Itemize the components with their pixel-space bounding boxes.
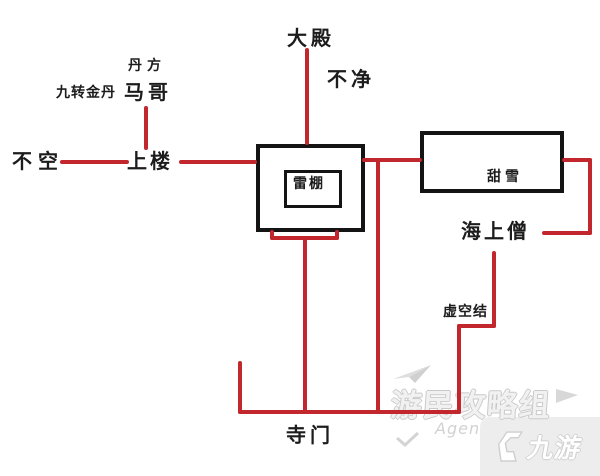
watermark-agent: Agent [435, 419, 488, 438]
label-dadian: 大殿 [287, 26, 335, 50]
center-room-inner [284, 170, 342, 208]
paper-plane-icon [393, 365, 431, 383]
path-shanglou-room [179, 160, 257, 164]
path-haishangseng-down [492, 251, 496, 328]
center-room-outer [256, 144, 365, 232]
path-right-down [588, 158, 592, 235]
path-room-simen [303, 238, 307, 414]
label-leipeng: 雷棚 [293, 176, 325, 192]
path-bottom-corridor [238, 410, 461, 414]
path-branch-down [376, 160, 380, 414]
9game-icon [497, 430, 524, 462]
check-swoosh-icon [396, 432, 420, 448]
label-simen: 寺门 [286, 423, 334, 447]
label-bujing: 不净 [327, 67, 375, 91]
label-jiuzhuanjindan: 九转金丹 [56, 85, 116, 101]
label-haishangseng: 海上僧 [461, 219, 530, 243]
path-mage-shanglou [144, 106, 148, 150]
path-to-haishangseng [542, 231, 592, 235]
label-tianxue: 甜雪 [487, 169, 523, 185]
arrow-right-icon [556, 389, 578, 403]
label-mage: 马哥 [124, 80, 172, 104]
label-xukongjie: 虚空结 [443, 304, 488, 320]
path-left-hook [238, 361, 242, 414]
path-bukong-shanglou [60, 160, 129, 164]
path-tianxue-right [562, 158, 592, 162]
watermark-brand: 游民攻略组 [389, 388, 553, 424]
tianxue-room [420, 131, 564, 193]
path-xukong-jog [457, 324, 496, 328]
logo-banner-text: 九游 [524, 434, 585, 464]
label-shanglou: 上楼 [127, 149, 173, 173]
path-room-tianxue [362, 158, 422, 162]
path-dadian-room [305, 48, 309, 145]
path-bracket-left-tick [270, 230, 274, 240]
path-xukong-down [457, 324, 461, 414]
label-bukong: 不空 [12, 149, 64, 173]
logo-banner: 九游 [480, 417, 600, 476]
label-danfang: 丹方 [128, 58, 166, 74]
path-bracket-right-tick [335, 230, 339, 240]
